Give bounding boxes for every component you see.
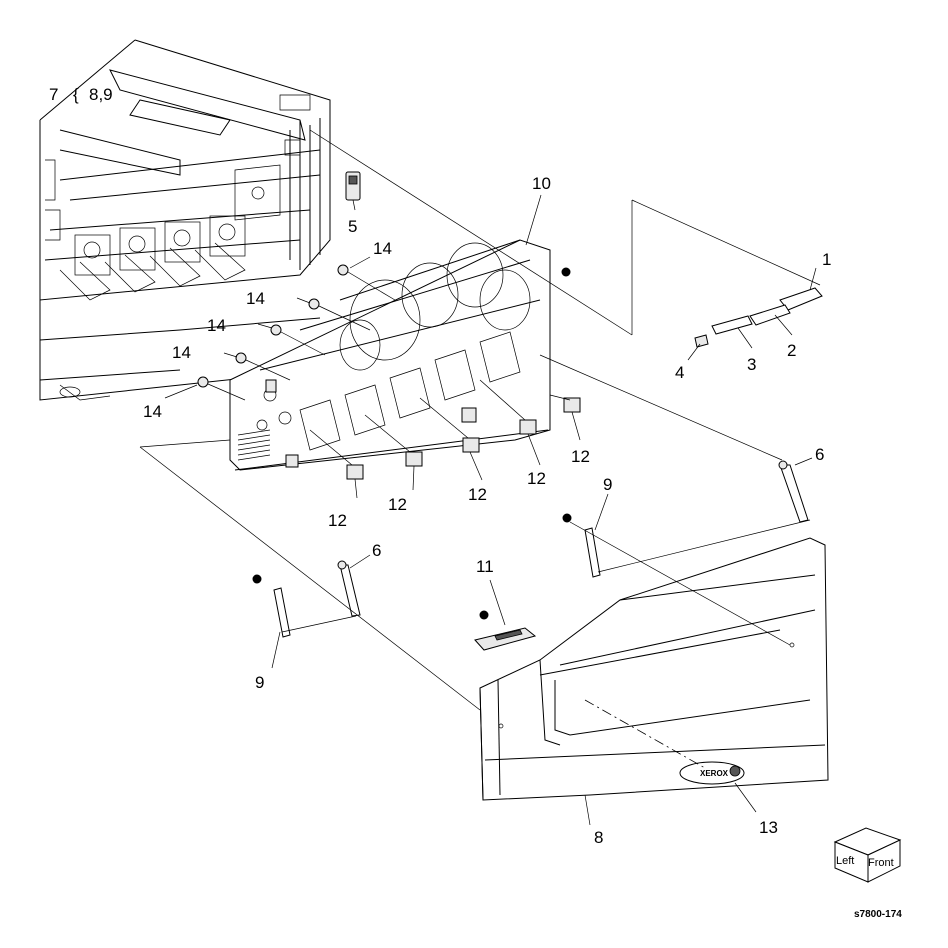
alignment-lines xyxy=(139,129,811,769)
callout-2: 2 xyxy=(787,341,796,360)
callout-9-left: 9 xyxy=(255,673,264,692)
part-9-latches xyxy=(252,513,601,638)
callout-13: 13 xyxy=(759,818,778,837)
callout-12: 12 xyxy=(328,511,347,530)
callout-10: 10 xyxy=(532,174,551,193)
part-8-front-cover: XEROX xyxy=(479,537,829,801)
callout-14: 14 xyxy=(207,316,226,335)
callout-9-right: 9 xyxy=(603,475,612,494)
callout-5: 5 xyxy=(348,217,357,236)
part-12-clips xyxy=(309,379,581,480)
parts-1-4-handles xyxy=(631,199,823,348)
callout-8: 8 xyxy=(594,828,603,847)
part-11-bracket xyxy=(474,610,537,651)
cube-front-label: Front xyxy=(868,857,894,869)
callout-6-left: 6 xyxy=(372,541,381,560)
callout-12: 12 xyxy=(388,495,407,514)
figure-id: s7800-174 xyxy=(854,909,902,920)
callout-12: 12 xyxy=(527,469,546,488)
callout-numbers: 7 { 8,9 1 2 3 4 5 6 6 8 9 9 10 11 12 12 … xyxy=(49,85,831,847)
leader-lines xyxy=(164,194,817,826)
callout-14: 14 xyxy=(143,402,162,421)
callout-6-right: 6 xyxy=(815,445,824,464)
callout-12: 12 xyxy=(468,485,487,504)
printer-frame xyxy=(39,39,331,401)
orientation-cube: Left Front xyxy=(833,827,902,883)
group-brace: { xyxy=(73,85,79,104)
callout-8-9: 8,9 xyxy=(89,85,113,104)
part-10-frame-assembly xyxy=(229,239,571,471)
callout-3: 3 xyxy=(747,355,756,374)
part-14-screws xyxy=(197,264,396,401)
part-5-connector xyxy=(345,171,361,201)
part-6-rods xyxy=(337,460,809,617)
callout-11: 11 xyxy=(476,557,494,576)
cube-left-label: Left xyxy=(836,855,854,867)
callout-1: 1 xyxy=(822,250,831,269)
callout-7: 7 xyxy=(49,85,58,104)
callout-14: 14 xyxy=(373,239,392,258)
callout-14: 14 xyxy=(172,343,191,362)
callout-14: 14 xyxy=(246,289,265,308)
callout-4: 4 xyxy=(675,363,684,382)
xerox-logo-text: XEROX xyxy=(700,769,729,778)
callout-12: 12 xyxy=(571,447,590,466)
